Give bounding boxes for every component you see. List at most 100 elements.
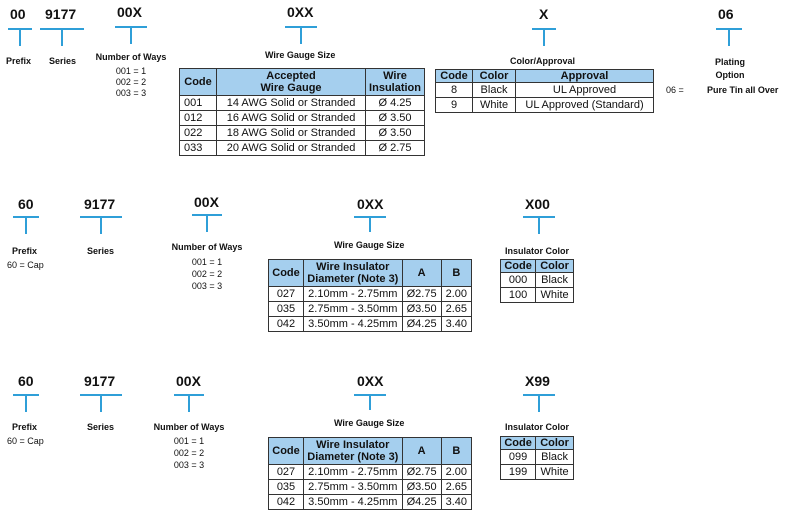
table-cell: White <box>535 287 574 303</box>
table-cell: 18 AWG Solid or Stranded <box>215 125 367 141</box>
table-row: 000 Black <box>499 272 574 288</box>
ways-label: Number of Ways <box>95 52 167 62</box>
table-row: 033 20 AWG Solid or Stranded Ø 2.75 <box>179 140 425 156</box>
ways-label: Number of Ways <box>171 242 243 252</box>
ways-options: 001 = 1 002 = 2 003 = 3 <box>158 435 220 471</box>
table-cell: 2.00 <box>440 286 473 302</box>
plating-option-code: 06 = <box>666 85 684 95</box>
table-cell: 042 <box>268 494 304 510</box>
table-header: Color <box>535 259 574 273</box>
table-row: 001 14 AWG Solid or Stranded Ø 4.25 <box>179 95 425 111</box>
ways-option: 003 = 3 <box>173 460 205 470</box>
wire-insulator-table: Code Wire Insulator Diameter (Note 3) A … <box>268 259 473 332</box>
table-cell: 9 <box>435 97 473 113</box>
table-header: B <box>440 259 473 287</box>
table-header: Color <box>472 69 516 83</box>
table-cell: 033 <box>179 140 217 156</box>
table-cell: 2.10mm - 2.75mm <box>303 464 403 480</box>
ways-option: 001 = 1 <box>173 436 205 446</box>
plating-label: Plating Option <box>714 57 745 80</box>
table-cell: 2.75mm - 3.50mm <box>303 301 403 317</box>
table-row: 027 2.10mm - 2.75mm Ø2.75 2.00 <box>268 286 473 302</box>
table-cell: Ø2.75 <box>401 464 442 480</box>
table-cell: 027 <box>268 464 304 480</box>
table-header: Code <box>499 436 537 450</box>
table-cell: Ø4.25 <box>401 316 442 332</box>
table-row: 199 White <box>499 464 574 480</box>
table-header: Approval <box>515 69 654 83</box>
table-cell: 035 <box>268 301 304 317</box>
gauge-label: Wire Gauge Size <box>334 418 405 428</box>
table-header: A <box>401 259 442 287</box>
ways-option: 003 = 3 <box>115 88 147 98</box>
ways-options: 001 = 1 002 = 2 003 = 3 <box>176 256 238 292</box>
series-label: Series <box>87 422 115 432</box>
table-header: A <box>401 437 442 465</box>
table-row: 027 2.10mm - 2.75mm Ø2.75 2.00 <box>268 464 473 480</box>
table-header: Code <box>435 69 473 83</box>
table-row: 8 Black UL Approved <box>435 82 654 98</box>
table-cell: 2.65 <box>440 479 473 495</box>
table-cell: Black <box>535 449 574 465</box>
table-cell: 022 <box>179 125 217 141</box>
table-cell: 3.50mm - 4.25mm <box>303 316 403 332</box>
series-code: 9177 <box>84 373 116 389</box>
ways-code: 00X <box>117 4 142 20</box>
prefix-code: 60 <box>18 373 34 389</box>
table-cell: White <box>535 464 574 480</box>
table-header: B <box>440 437 473 465</box>
ways-option: 002 = 2 <box>115 77 147 87</box>
gauge-code: 0XX <box>357 196 384 212</box>
table-header: Wire Insulation <box>365 68 425 96</box>
table-cell: Ø4.25 <box>401 494 442 510</box>
insulator-color-table: Code Color 099 Black 199 White <box>499 436 574 480</box>
table-cell: UL Approved <box>515 82 654 98</box>
table-cell: 2.65 <box>440 301 473 317</box>
table-cell: Ø 2.75 <box>365 140 425 156</box>
table-cell: 2.75mm - 3.50mm <box>303 479 403 495</box>
series-label: Series <box>49 56 77 66</box>
insulator-label: Insulator Color <box>505 422 570 432</box>
table-cell: 16 AWG Solid or Stranded <box>215 110 367 126</box>
table-cell: 001 <box>179 95 217 111</box>
insulator-code: X00 <box>525 196 550 212</box>
ways-code: 00X <box>176 373 201 389</box>
table-header: Code <box>268 259 304 287</box>
table-cell: Ø3.50 <box>401 301 442 317</box>
table-header: Wire Insulator Diameter (Note 3) <box>303 259 403 287</box>
prefix-note: 60 = Cap <box>7 436 44 446</box>
table-header: Accepted Wire Gauge <box>215 68 367 96</box>
table-row: 035 2.75mm - 3.50mm Ø3.50 2.65 <box>268 479 473 495</box>
table-header: Color <box>535 436 574 450</box>
gauge-code: 0XX <box>357 373 384 389</box>
table-cell: Black <box>535 272 574 288</box>
table-cell: 3.50mm - 4.25mm <box>303 494 403 510</box>
ways-label: Number of Ways <box>153 422 225 432</box>
ways-option: 001 = 1 <box>115 66 147 76</box>
prefix-note: 60 = Cap <box>7 260 44 270</box>
plating-option-text: Pure Tin all Over <box>707 85 779 95</box>
table-cell: Ø3.50 <box>401 479 442 495</box>
ways-option: 002 = 2 <box>191 269 223 279</box>
table-cell: 099 <box>499 449 537 465</box>
color-label: Color/Approval <box>510 56 576 66</box>
table-row: 042 3.50mm - 4.25mm Ø4.25 3.40 <box>268 316 473 332</box>
table-cell: 2.00 <box>440 464 473 480</box>
insulator-label: Insulator Color <box>505 246 570 256</box>
table-cell: 100 <box>499 287 537 303</box>
table-cell: Black <box>472 82 516 98</box>
table-cell: 012 <box>179 110 217 126</box>
table-cell: Ø 3.50 <box>365 125 425 141</box>
gauge-label: Wire Gauge Size <box>334 240 405 250</box>
ways-options: 001 = 1 002 = 2 003 = 3 <box>100 66 162 99</box>
table-cell: 2.10mm - 2.75mm <box>303 286 403 302</box>
wire-gauge-table: Code Accepted Wire Gauge Wire Insulation… <box>179 68 425 156</box>
table-row: 022 18 AWG Solid or Stranded Ø 3.50 <box>179 125 425 141</box>
table-cell: 027 <box>268 286 304 302</box>
table-cell: 3.40 <box>440 494 473 510</box>
color-approval-table: Code Color Approval 8 Black UL Approved … <box>435 69 654 113</box>
table-header: Code <box>268 437 304 465</box>
table-row: 099 Black <box>499 449 574 465</box>
prefix-label: Prefix <box>6 56 32 66</box>
gauge-code: 0XX <box>287 4 314 20</box>
